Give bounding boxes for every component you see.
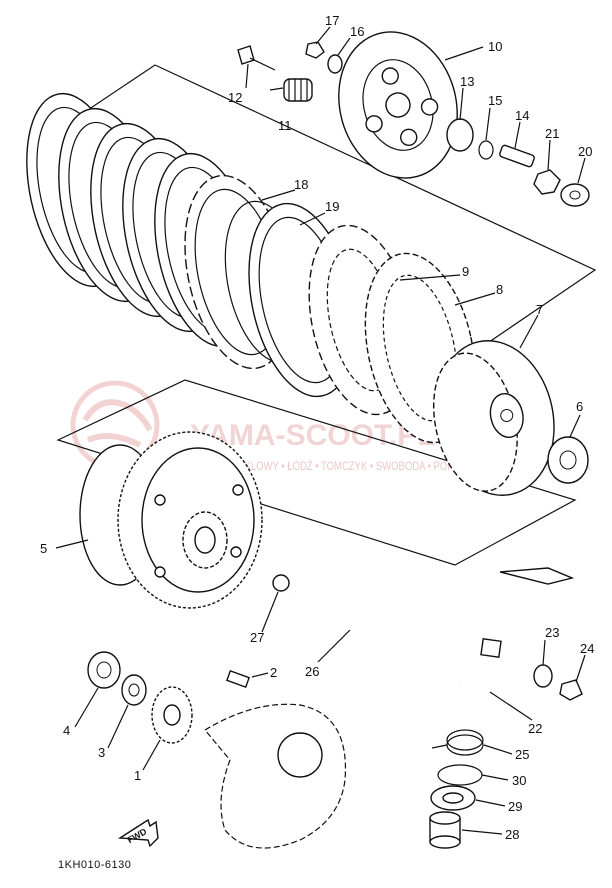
callout-22: 22 [528, 721, 542, 736]
clutch-boss-7 [432, 340, 555, 496]
callout-18: 18 [294, 177, 308, 192]
callout-7: 7 [536, 302, 543, 317]
callout-13: 13 [460, 74, 474, 89]
woodruff-key-2 [225, 669, 251, 689]
callout-labels: 17 16 10 12 11 13 15 14 21 20 18 19 9 8 … [40, 13, 594, 842]
push-rod-26 [294, 590, 461, 687]
nut-21 [533, 169, 561, 195]
return-spring-25 [431, 729, 484, 756]
ball-27 [272, 574, 290, 592]
clutch-housing-frame [56, 379, 577, 566]
callout-29: 29 [508, 799, 522, 814]
push-lever-shaft-22 [480, 567, 575, 701]
callout-30: 30 [512, 773, 526, 788]
callout-19: 19 [325, 199, 339, 214]
callout-1: 1 [134, 768, 141, 783]
primary-drive-gear-1 [151, 686, 193, 744]
washer-23 [533, 664, 553, 688]
circlip-30 [437, 764, 483, 786]
nut-4 [87, 651, 121, 689]
crankshaft-bore [277, 732, 323, 778]
bearing-28 [429, 811, 461, 849]
callout-10: 10 [488, 39, 502, 54]
push-plate-13 [446, 118, 474, 152]
callout-5: 5 [40, 541, 47, 556]
callout-25: 25 [515, 747, 529, 762]
callout-17: 17 [325, 13, 339, 28]
callout-16: 16 [350, 24, 364, 39]
callout-21: 21 [545, 126, 559, 141]
callout-3: 3 [98, 745, 105, 760]
thrust-washer-6 [547, 436, 589, 484]
callout-2: 2 [270, 665, 277, 680]
watermark-text: YAMA-SCOOT.PL [190, 419, 436, 452]
circlip-15 [478, 140, 494, 160]
callout-28: 28 [505, 827, 519, 842]
callout-20: 20 [578, 144, 592, 159]
bolt-12 [237, 45, 276, 71]
callout-23: 23 [545, 625, 559, 640]
clutch-housing-5 [79, 431, 263, 609]
callout-15: 15 [488, 93, 502, 108]
crankcase-outline [204, 703, 347, 849]
callout-6: 6 [576, 399, 583, 414]
callout-9: 9 [462, 264, 469, 279]
oil-seal-29 [430, 785, 476, 811]
leader-lines [55, 26, 586, 835]
push-rod-14 [499, 144, 535, 168]
lock-washer-3 [121, 674, 147, 706]
pressure-plate-10 [338, 31, 458, 179]
lock-washer-20 [560, 183, 590, 207]
nut-17 [305, 41, 325, 59]
callout-11: 11 [278, 118, 292, 133]
washer-16 [327, 54, 343, 74]
clutch-spring-11 [283, 78, 313, 102]
part-code: 1KH010-6130 [58, 859, 131, 871]
forward-arrow: FWD [117, 818, 159, 848]
callout-24: 24 [580, 641, 594, 656]
callout-12: 12 [228, 90, 242, 105]
callout-4: 4 [63, 723, 70, 738]
callout-14: 14 [515, 108, 529, 123]
callout-26: 26 [305, 664, 319, 679]
callout-27: 27 [250, 630, 264, 645]
bolt-24 [559, 679, 583, 701]
callout-8: 8 [496, 282, 503, 297]
